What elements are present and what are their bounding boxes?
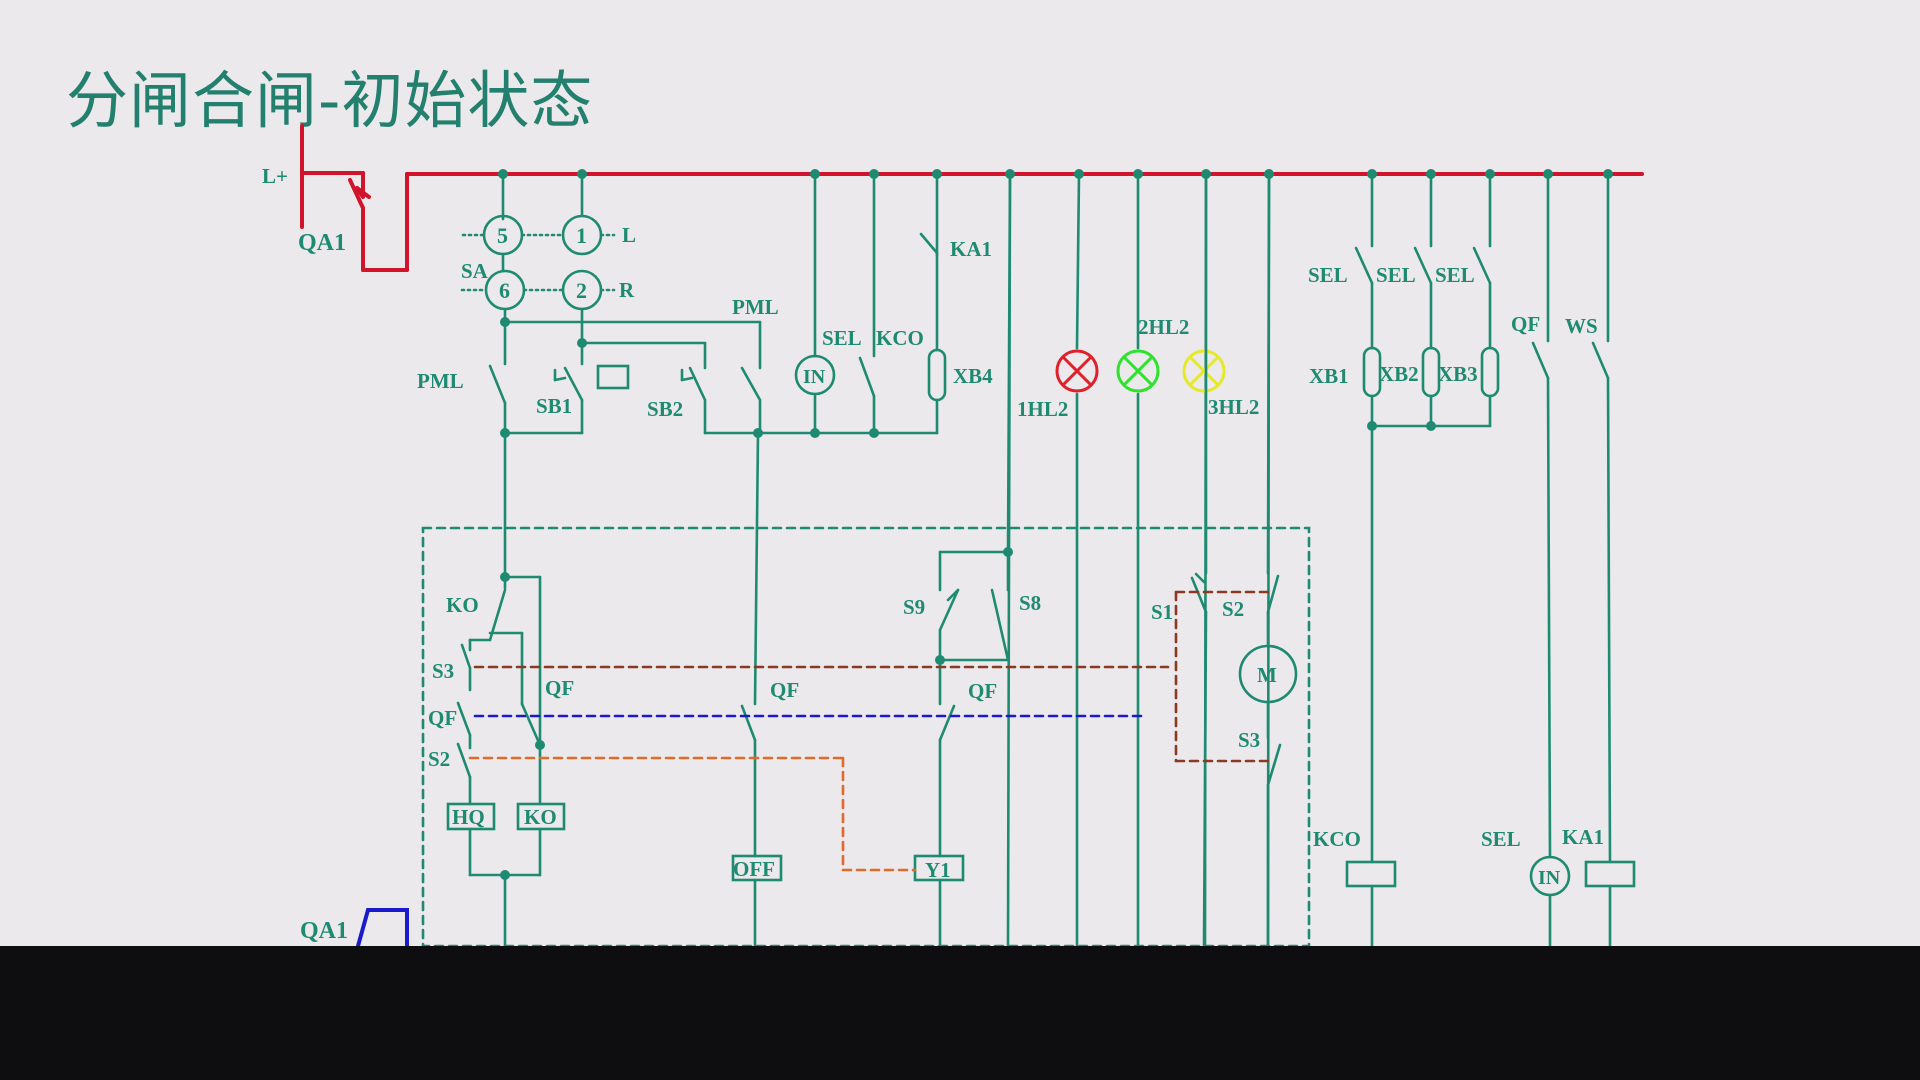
sel-xb-branch bbox=[1345, 172, 1636, 948]
label-xb3: XB3 bbox=[1438, 362, 1478, 386]
enclosure-middle bbox=[731, 431, 783, 948]
indicator-lamps bbox=[1055, 349, 1226, 393]
enclosure-left bbox=[446, 575, 566, 948]
label-pml-top: PML bbox=[732, 295, 779, 319]
label-ko-box: KO bbox=[524, 805, 557, 829]
label-in-top: IN bbox=[803, 366, 826, 388]
lamp-yellow-icon bbox=[1182, 349, 1226, 393]
label-qa1-bottom: QA1 bbox=[300, 918, 348, 944]
label-sa-6: 6 bbox=[499, 278, 510, 303]
label-pml-left: PML bbox=[417, 369, 464, 393]
label-1hl2: 1HL2 bbox=[1017, 397, 1068, 421]
label-y1-box: Y1 bbox=[925, 858, 951, 882]
letterbox-bar bbox=[0, 946, 1920, 1080]
label-kco-top: KCO bbox=[876, 326, 924, 350]
label-sel-1: SEL bbox=[1308, 263, 1348, 287]
label-qa1-top: QA1 bbox=[298, 230, 346, 256]
label-sa-l: L bbox=[622, 223, 636, 247]
label-sa-1: 1 bbox=[576, 223, 587, 248]
power-bus bbox=[300, 124, 1644, 272]
lamp-green-icon bbox=[1116, 349, 1160, 393]
label-2hl2: 2HL2 bbox=[1138, 315, 1189, 339]
label-in-bottom: IN bbox=[1538, 867, 1561, 889]
label-hq-box: HQ bbox=[452, 805, 485, 829]
qa1-bottom-contact bbox=[356, 908, 409, 948]
circuit-nodes bbox=[500, 317, 1436, 880]
label-sa-5: 5 bbox=[497, 223, 508, 248]
label-sb2: SB2 bbox=[647, 397, 683, 421]
label-qf-left-2: QF bbox=[428, 706, 457, 730]
label-off-box: OFF bbox=[733, 857, 775, 881]
label-s2-left: S2 bbox=[428, 747, 450, 771]
label-ka1-top: KA1 bbox=[950, 237, 992, 261]
label-ko-contact: KO bbox=[446, 593, 479, 617]
in-sel-kco-branch bbox=[794, 172, 947, 435]
label-s1: S1 bbox=[1151, 600, 1173, 624]
bus-junctions bbox=[498, 169, 1613, 179]
label-motor: M bbox=[1257, 663, 1277, 687]
label-sb1: SB1 bbox=[536, 394, 572, 418]
sa-selector bbox=[460, 172, 616, 345]
label-sa: SA bbox=[461, 259, 489, 283]
mechanical-links bbox=[468, 590, 1272, 872]
label-l-plus: L+ bbox=[262, 164, 288, 188]
label-sel-2: SEL bbox=[1376, 263, 1416, 287]
label-3hl2: 3HL2 bbox=[1208, 395, 1259, 419]
label-xb1: XB1 bbox=[1309, 364, 1349, 388]
label-sa-2: 2 bbox=[576, 278, 587, 303]
label-s3-left: S3 bbox=[432, 659, 454, 683]
label-xb4: XB4 bbox=[953, 364, 993, 388]
s8-s9-branch bbox=[913, 172, 1012, 948]
label-qf-mid-1: QF bbox=[770, 678, 799, 702]
label-sel-3: SEL bbox=[1435, 263, 1475, 287]
label-kco-bottom: KCO bbox=[1313, 827, 1361, 851]
page-title: 分闸合闸-初始状态 bbox=[66, 64, 594, 137]
motor-branch bbox=[1190, 172, 1298, 948]
label-ws: WS bbox=[1565, 314, 1598, 338]
label-qf-top: QF bbox=[1511, 312, 1540, 336]
mechanism-enclosure bbox=[421, 526, 1311, 948]
label-s9: S9 bbox=[903, 595, 925, 619]
label-ka1-bottom: KA1 bbox=[1562, 825, 1604, 849]
label-qf-mid-2: QF bbox=[968, 679, 997, 703]
label-sel-in: SEL bbox=[822, 326, 862, 350]
close-branch bbox=[488, 320, 939, 579]
label-xb2: XB2 bbox=[1379, 362, 1419, 386]
label-s3-right: S3 bbox=[1238, 728, 1260, 752]
label-qf-left-1: QF bbox=[545, 676, 574, 700]
lamp-branch bbox=[1006, 172, 1271, 948]
label-sa-r: R bbox=[619, 278, 635, 302]
lamp-red-icon bbox=[1055, 349, 1099, 393]
label-s8: S8 bbox=[1019, 591, 1041, 615]
label-sel-bottom: SEL bbox=[1481, 827, 1521, 851]
label-s2-right: S2 bbox=[1222, 597, 1244, 621]
